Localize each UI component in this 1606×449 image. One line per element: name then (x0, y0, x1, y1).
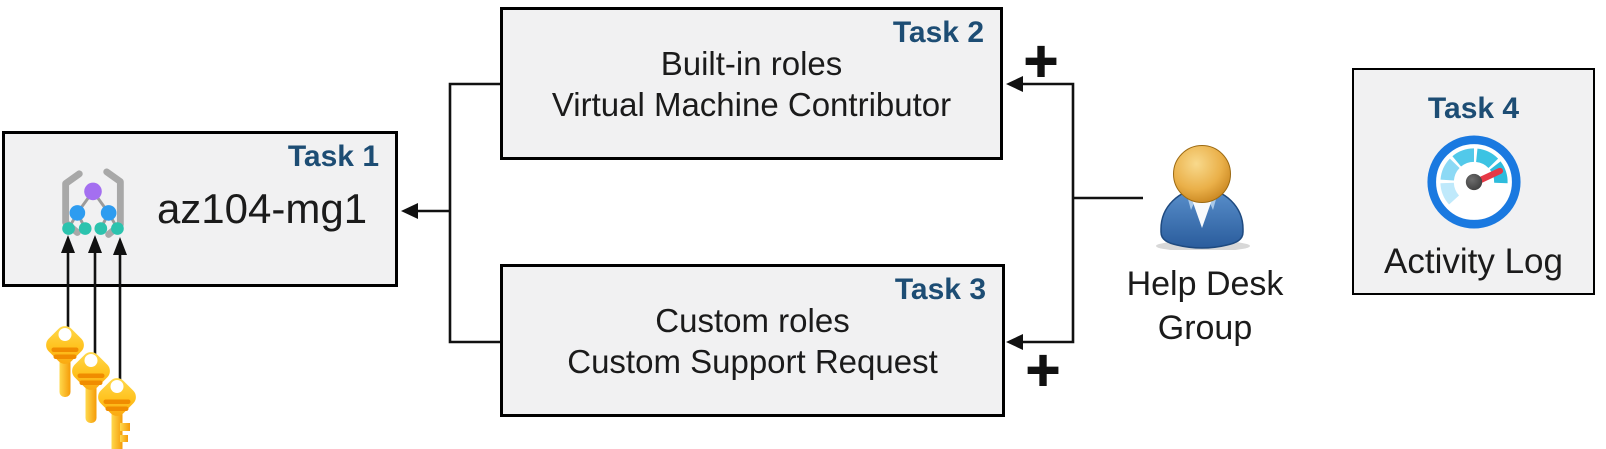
arrowhead-task1 (401, 203, 418, 219)
left-branch-line (448, 82, 500, 344)
task1-box: Task 1 (2, 131, 398, 287)
management-group-icon (47, 166, 139, 252)
plus-symbol-task3: + (1023, 342, 1064, 396)
key-icon (72, 352, 110, 423)
task3-line1: Custom roles (655, 301, 850, 339)
task1-name: az104-mg1 (156, 185, 368, 232)
task3-box: Task 3 Custom roles Custom Support Reque… (500, 264, 1005, 417)
task2-box: Task 2 Built-in roles Virtual Machine Co… (500, 7, 1003, 160)
task1-badge: Task 1 (287, 140, 379, 173)
task4-badge: Task 4 (1427, 92, 1520, 125)
task2-line2: Virtual Machine Contributor (551, 85, 952, 123)
right-branch-line (1022, 82, 1075, 344)
gauge-icon (1426, 134, 1522, 230)
user-icon (1156, 145, 1250, 250)
actor-caption-line2: Group (1157, 309, 1253, 347)
key-icon (98, 378, 136, 449)
task4-caption: Activity Log (1384, 242, 1563, 281)
key-icon (46, 326, 84, 397)
actor-caption: Help Desk Group (1103, 262, 1307, 350)
plus-symbol-task2: + (1021, 33, 1062, 87)
task1-content: az104-mg1 (5, 134, 395, 284)
task3-badge: Task 3 (894, 273, 986, 306)
task2-line1: Built-in roles (660, 44, 843, 82)
actor-caption-line1: Help Desk (1126, 265, 1284, 303)
task4-box: Task 4 (1352, 68, 1595, 295)
task2-badge: Task 2 (892, 16, 984, 49)
task3-line2: Custom Support Request (567, 342, 938, 380)
